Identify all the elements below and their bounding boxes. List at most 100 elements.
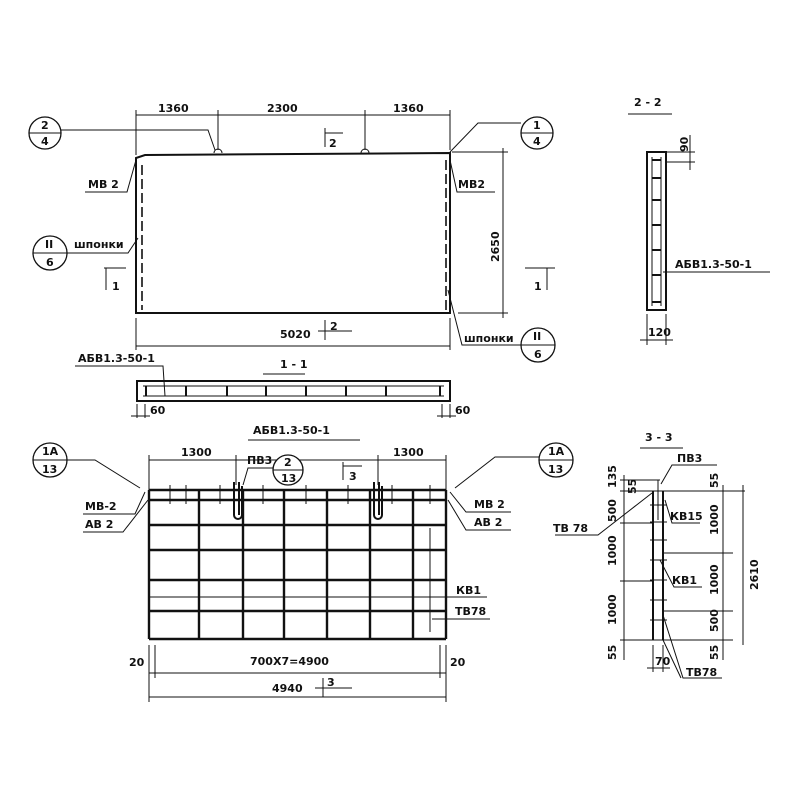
dim: 1000 <box>708 504 721 535</box>
drawing-line <box>131 404 456 418</box>
dim-top-3: 1360 <box>393 102 424 115</box>
loop-label: ПВ3 <box>677 452 702 465</box>
section-mark-label: 2 <box>329 137 337 150</box>
section-mark-label: 1 <box>534 280 542 293</box>
dim: 55 <box>606 645 619 660</box>
callout-den: 6 <box>46 256 54 269</box>
label-kb: КВ1 <box>456 584 481 597</box>
drawing-line <box>555 492 653 536</box>
section-3-3: 3 - 3 135 55 500 1000 1000 55 55 1000 10… <box>553 431 761 679</box>
total-dim: 2610 <box>748 559 761 590</box>
height-dimension-line <box>452 148 508 318</box>
dim: 500 <box>606 499 619 522</box>
section-title: 2 - 2 <box>634 96 662 109</box>
leader-left-top <box>61 129 216 151</box>
section-mark-label: 3 <box>327 676 335 689</box>
length-dim: 5020 <box>280 328 311 341</box>
label-mv-left: МВ-2 <box>85 500 117 513</box>
length-dimension-line <box>135 318 451 350</box>
callout-den: 13 <box>548 463 563 476</box>
label-kb15: КВ15 <box>670 510 703 523</box>
label-tb-left: ТВ 78 <box>553 522 588 535</box>
dim: 1000 <box>708 564 721 595</box>
section-mark-label: 2 <box>330 320 338 333</box>
drawing-line <box>33 459 141 489</box>
dim: 55 <box>626 479 639 494</box>
drawing-line <box>169 485 431 504</box>
total-dim: 4940 <box>272 682 303 695</box>
view-title: АБВ1.3-50-1 <box>253 424 330 437</box>
reinforcement-view: АБВ1.3-50-1 1300 1300 ПВ3 2 13 3 1А 13 1… <box>32 424 574 702</box>
dim-top: 1300 <box>181 446 212 459</box>
drawing-line <box>315 678 352 697</box>
callout-den: 4 <box>41 135 49 148</box>
drawing-line <box>666 135 695 170</box>
drawing-line <box>324 128 343 147</box>
lifting-loops <box>213 148 370 154</box>
horizontal-bars <box>149 488 446 641</box>
callout-num: 2 <box>284 456 292 469</box>
label-mv-right: МВ 2 <box>474 498 505 511</box>
dim-top-2: 2300 <box>267 102 298 115</box>
dim-top: 1300 <box>393 446 424 459</box>
label-mv-right: МВ2 <box>458 178 485 191</box>
callout-num: 2 <box>41 119 49 132</box>
bottom-dims <box>148 645 447 702</box>
extension-lines <box>620 479 745 641</box>
drawing-line <box>664 499 700 524</box>
bottom-dim: 70 <box>655 655 671 668</box>
drawing-line <box>650 504 667 621</box>
drawing-line <box>33 237 139 254</box>
vertical-bars <box>147 490 448 639</box>
drawing-line <box>660 464 717 485</box>
leader-mv-left <box>85 159 137 193</box>
dim: 55 <box>708 645 721 660</box>
drawing-line <box>640 314 673 345</box>
rebar-label: АБВ1.3-50-1 <box>78 352 155 365</box>
drawing-line <box>342 462 362 480</box>
drawing-line <box>652 159 661 303</box>
drawing-line <box>432 596 490 620</box>
label-kb1: КВ1 <box>672 574 697 587</box>
section-mark-label: 3 <box>349 470 357 483</box>
section-2-2: 2 - 2 90 АБВ1.3-50-1 120 <box>628 96 770 345</box>
top-dim: 90 <box>678 136 691 152</box>
edge-dim: 20 <box>450 656 466 669</box>
leader-mv-right <box>449 159 495 193</box>
shear-key-lines <box>141 160 447 310</box>
drawing-line <box>646 151 667 311</box>
drawing-line <box>143 385 444 397</box>
top-dimension-line <box>135 110 451 155</box>
kb1-line <box>150 528 445 632</box>
panel-outline <box>135 151 451 314</box>
loop-label: ПВ3 <box>247 454 272 467</box>
drawing-line <box>318 320 352 340</box>
label-keys-left: шпонки <box>74 238 124 251</box>
dim: 135 <box>606 465 619 488</box>
callout-num: II <box>533 330 541 343</box>
dim: 500 <box>708 609 721 632</box>
section-mark-left <box>104 267 126 290</box>
spacing-dim: 700Х7=4900 <box>250 655 329 668</box>
drawing-line <box>136 380 451 402</box>
callout-den: 13 <box>42 463 57 476</box>
drawing-line <box>242 467 283 486</box>
drawing-line <box>447 289 555 346</box>
drawing-line <box>525 267 555 290</box>
section-1-1: 1 - 1 АБВ1.3-50-1 60 60 <box>75 352 471 418</box>
callout-den: 13 <box>281 472 296 485</box>
drawing-line <box>75 365 166 397</box>
section-title: 3 - 3 <box>645 431 673 444</box>
callout-den: 6 <box>534 348 542 361</box>
label-av-left: АВ 2 <box>85 518 113 531</box>
callout-num: 1А <box>548 445 565 458</box>
drawing-line <box>623 475 744 660</box>
dim: 1000 <box>606 535 619 566</box>
height-dim: 2650 <box>489 231 502 262</box>
dim: 55 <box>708 473 721 488</box>
section-title: 1 - 1 <box>280 358 308 371</box>
width-dim: 120 <box>648 326 671 339</box>
leader-right-top <box>449 122 521 153</box>
dim-top-1: 1360 <box>158 102 189 115</box>
